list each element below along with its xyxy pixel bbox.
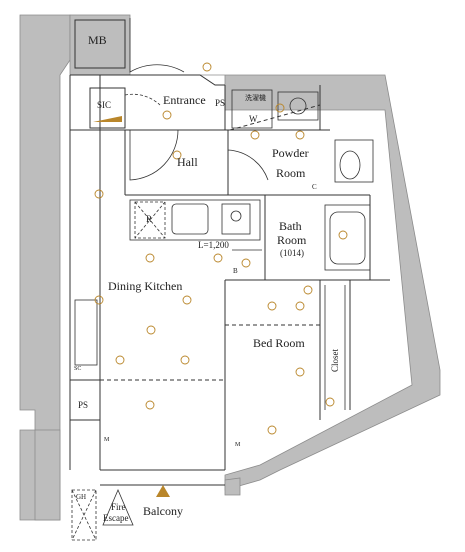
door-swings [124,18,269,251]
bath-size-label: (1014) [280,248,304,258]
hall-label: Hall [177,155,198,169]
fire-escape-label-1: Fire [111,502,126,512]
ps-left-label: PS [78,400,88,410]
mb-label: MB [88,33,107,47]
sc-mark: SC [74,366,81,372]
bed-room-label: Bed Room [253,336,305,350]
gh-label: GH [76,493,86,501]
refrigerator-label: R [146,214,152,224]
m-mark-left: M [104,437,110,443]
ceiling-lights [94,62,348,435]
sic-label: SIC [97,100,111,110]
ps-top-label: PS [215,98,225,108]
exterior-walls [19,14,441,521]
closet-area [74,285,346,410]
m-mark-right: M [235,442,241,448]
washer-label: 洗濯機 [245,93,266,102]
washer-area [231,89,319,129]
powder-label-2: Room [276,166,306,180]
kitchen-counter [129,199,261,241]
toilet [334,139,374,183]
kitchen-width-label: L=1,200 [198,240,229,250]
bath-label-2: Room [277,233,307,247]
washer-w-label: W [249,114,258,124]
c-mark: C [312,183,317,191]
accent-marks [93,116,170,497]
powder-label-1: Powder [272,146,309,160]
closet-label: Closet [330,348,340,372]
bath-label-1: Bath [279,219,302,233]
balcony-label: Balcony [143,504,183,518]
entrance-label: Entrance [163,93,206,107]
b-mark: B [233,267,238,275]
fire-escape [71,488,134,541]
dining-kitchen-label: Dining Kitchen [108,279,182,293]
bathtub [324,204,371,271]
fire-escape-label-2: Escape [103,513,128,523]
